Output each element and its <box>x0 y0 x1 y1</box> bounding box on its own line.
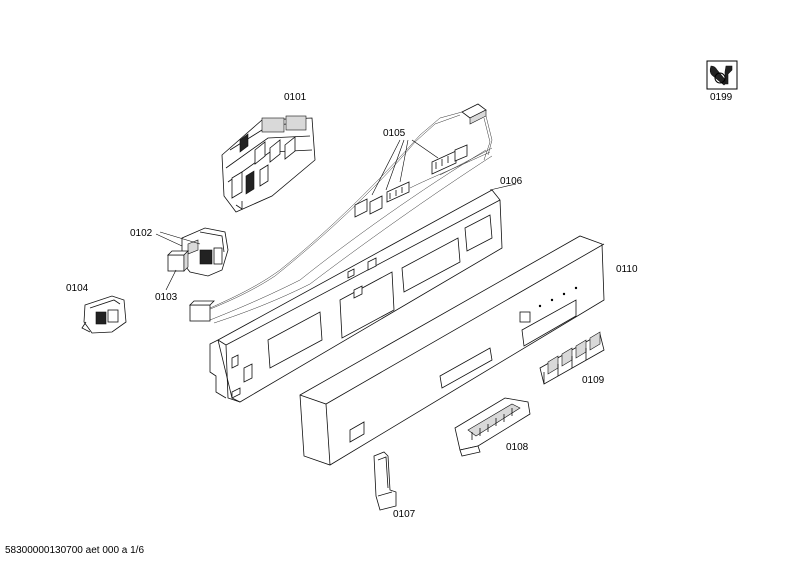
label-0103: 0103 <box>155 292 178 303</box>
latch-0107[interactable] <box>373 451 397 511</box>
label-0105: 0105 <box>383 128 406 139</box>
cable-harness-0105[interactable] <box>189 103 493 324</box>
door-handle-0108[interactable] <box>454 397 531 457</box>
front-fascia-0110[interactable] <box>299 235 605 466</box>
switch-0102[interactable] <box>181 227 229 277</box>
document-reference: 58300000130700 aet 000 a 1/6 <box>5 545 145 556</box>
leader-lines <box>155 139 517 291</box>
power-module-0104[interactable] <box>81 295 127 334</box>
label-0106: 0106 <box>500 176 523 187</box>
capacitor-0103[interactable] <box>167 250 189 272</box>
button-strip-0109[interactable] <box>539 331 605 385</box>
label-0102: 0102 <box>130 228 153 239</box>
label-0108: 0108 <box>506 442 529 453</box>
label-0109: 0109 <box>582 375 605 386</box>
label-0107: 0107 <box>393 509 416 520</box>
label-0101: 0101 <box>284 92 307 103</box>
wrench-service-icon[interactable] <box>706 60 738 90</box>
label-0110: 0110 <box>616 264 638 275</box>
control-panel-frame-0106[interactable] <box>209 189 503 403</box>
label-0199: 0199 <box>710 92 733 103</box>
label-0104: 0104 <box>66 283 89 294</box>
electronic-module-0101[interactable] <box>221 115 316 213</box>
